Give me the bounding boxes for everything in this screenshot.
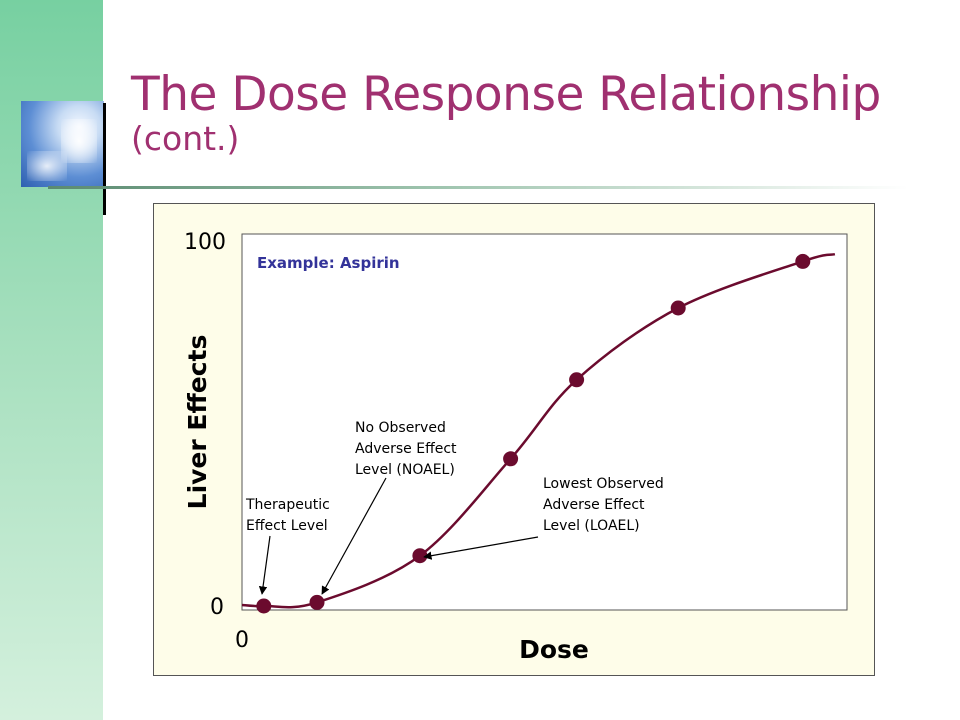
data-point [412, 548, 428, 564]
annotation-line: No Observed [355, 420, 446, 436]
annotation-arrow [321, 477, 387, 595]
y-tick-label: 0 [210, 595, 224, 620]
x-tick-label: 0 [235, 628, 249, 653]
annotation-line: Lowest Observed [543, 476, 664, 492]
annotation-line: Therapeutic [245, 497, 330, 513]
annotation-arrow [258, 535, 271, 595]
annotation-line: Adverse Effect [355, 441, 457, 457]
cloud-shape [61, 119, 97, 163]
title-accent-vertical-line [103, 103, 106, 215]
cloud-shape [27, 151, 67, 181]
data-point [569, 372, 585, 388]
annotation-line: Adverse Effect [543, 497, 645, 513]
y-axis-label: Liver Effects [183, 335, 212, 510]
x-axis-label: Dose [519, 635, 589, 664]
title-underline [48, 186, 908, 189]
slide-title-main: The Dose Response Relationship [131, 67, 881, 122]
data-point [670, 300, 686, 316]
annotation-label: Lowest Observed Adverse Effect Level (LO… [543, 476, 668, 534]
annotation-arrow [423, 536, 539, 560]
chart-frame: 100 0 0 Liver Effects Dose Example: Aspi… [153, 203, 875, 676]
dose-response-chart: 100 0 0 Liver Effects Dose Example: Aspi… [183, 230, 848, 664]
slide-title: The Dose Response Relationship (cont.) [131, 67, 881, 158]
data-point [256, 598, 272, 614]
chart-header-note: Example: Aspirin [257, 254, 400, 272]
data-point [503, 451, 519, 467]
sky-clouds-photo [21, 101, 104, 187]
annotation-label: Therapeutic Effect Level [245, 497, 334, 534]
slide-title-sub: (cont.) [131, 118, 240, 158]
annotation-line: Level (NOAEL) [355, 462, 455, 478]
annotation-label: No Observed Adverse Effect Level (NOAEL) [355, 420, 461, 478]
data-point [795, 253, 811, 269]
annotation-line: Level (LOAEL) [543, 518, 640, 534]
plot-area [241, 233, 848, 611]
y-tick-label: 100 [184, 230, 226, 255]
annotation-line: Effect Level [246, 518, 328, 534]
data-point [309, 594, 325, 610]
annotation-layer: Therapeutic Effect Level No Observed Adv… [245, 420, 668, 595]
dose-response-curve [241, 252, 836, 609]
